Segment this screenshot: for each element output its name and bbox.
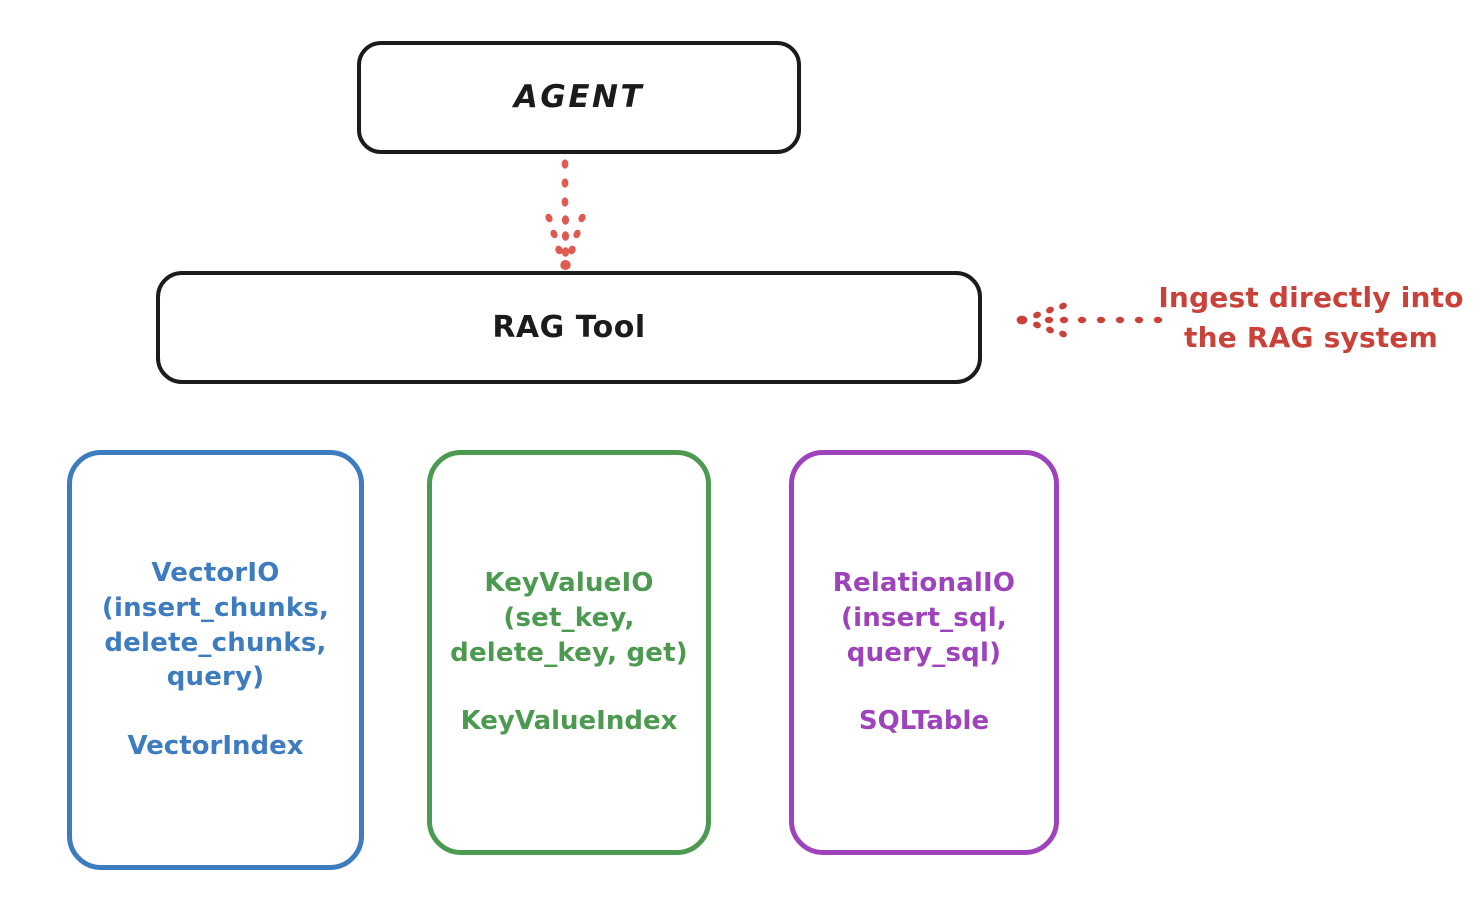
rag-tool-node[interactable]: RAG Tool — [156, 271, 982, 384]
key-value-io-node[interactable]: KeyValueIO (set_key, delete_key, get) Ke… — [427, 450, 711, 855]
vector-io-node[interactable]: VectorIO (insert_chunks, delete_chunks, … — [67, 450, 364, 870]
agent-node[interactable]: AGENT — [357, 41, 801, 154]
key-value-io-node-sublabel: KeyValueIndex — [460, 706, 678, 737]
dotted-arrow-left-icon — [1016, 302, 1163, 338]
key-value-io-node-label: KeyValueIO (set_key, delete_key, get) — [450, 567, 688, 668]
vector-io-node-sublabel: VectorIndex — [127, 731, 304, 762]
relational-io-node-sublabel: SQLTable — [858, 706, 990, 737]
rag-tool-node-label: RAG Tool — [492, 309, 646, 345]
agent-node-label: AGENT — [513, 79, 645, 116]
dotted-arrow-down-icon — [545, 159, 586, 270]
relational-io-node-label: RelationalIO (insert_sql, query_sql) — [832, 567, 1016, 668]
relational-io-node[interactable]: RelationalIO (insert_sql, query_sql) SQL… — [789, 450, 1059, 855]
vector-io-node-label: VectorIO (insert_chunks, delete_chunks, … — [101, 557, 330, 693]
ingest-annotation-text: Ingest directly into the RAG system — [1158, 281, 1464, 354]
